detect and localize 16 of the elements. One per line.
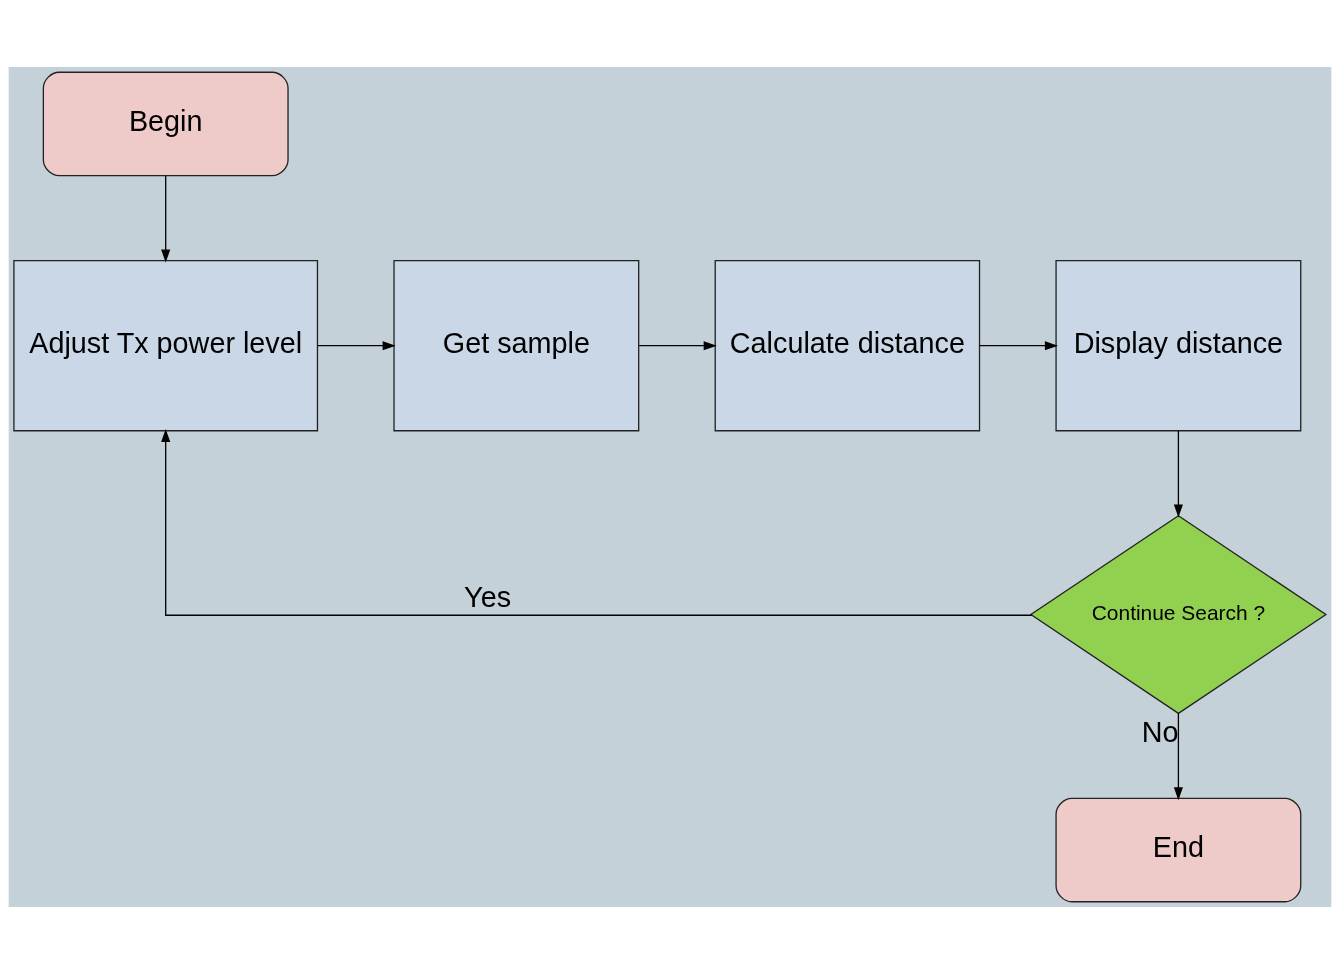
node-box: Adjust Tx power level <box>13 260 319 432</box>
edge-label: Yes <box>464 580 512 613</box>
node-box: Begin <box>42 71 289 177</box>
arrow <box>978 341 1058 351</box>
node-box: End <box>1055 797 1302 903</box>
node-box: Get sample <box>393 260 640 432</box>
node-diamond: Continue Search ? <box>1029 515 1328 715</box>
arrow <box>161 175 171 263</box>
arrow <box>638 341 717 351</box>
node-box: Display distance <box>1055 260 1302 432</box>
arrow <box>1173 430 1183 518</box>
arrow <box>161 429 1033 616</box>
arrow <box>317 341 396 351</box>
arrow <box>1173 712 1183 801</box>
edge-label: No <box>1141 716 1179 749</box>
node-box: Calculate distance <box>714 260 981 432</box>
